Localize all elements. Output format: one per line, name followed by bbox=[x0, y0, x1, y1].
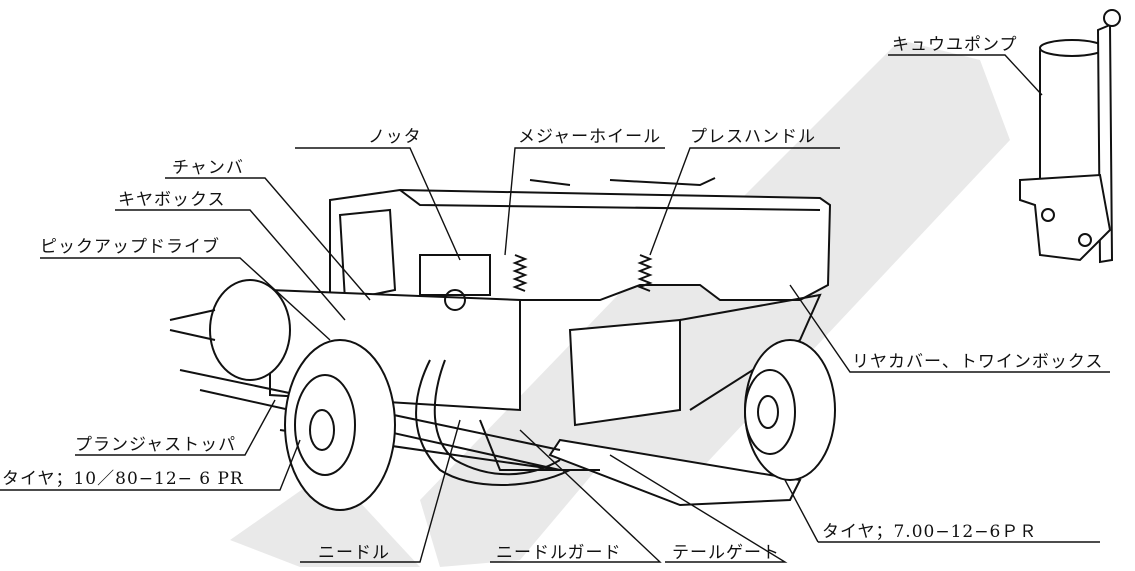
left-wheel bbox=[284, 339, 396, 511]
label-plunger-stopper: プランジャストッパ bbox=[75, 435, 237, 455]
label-rear-cover: リヤカバー、トワインボックス bbox=[852, 352, 1104, 372]
baler-body bbox=[169, 177, 832, 507]
right-wheel bbox=[744, 339, 836, 481]
label-chamber: チャンバ bbox=[172, 158, 244, 178]
label-press-handle: プレスハンドル bbox=[690, 127, 816, 147]
label-tire-left: タイヤ；10／80−12− 6 PR bbox=[2, 469, 244, 489]
label-grease-pump: キュウユポンプ bbox=[892, 35, 1018, 55]
label-measure-wheel: メジャーホイール bbox=[518, 127, 662, 147]
label-pickup-drive: ピックアップドライブ bbox=[40, 237, 220, 257]
label-gearbox: キヤボックス bbox=[118, 190, 226, 210]
label-tire-right: タイヤ；7.00−12−6ＰＲ bbox=[822, 522, 1038, 542]
leader-lines bbox=[0, 54, 1110, 563]
grease-pump bbox=[1019, 9, 1121, 264]
label-knotter: ノッタ bbox=[368, 127, 422, 147]
label-needle-guard: ニードルガード bbox=[496, 543, 622, 563]
label-tailgate: テールゲート bbox=[672, 543, 780, 563]
label-needle: ニードル bbox=[318, 543, 390, 563]
